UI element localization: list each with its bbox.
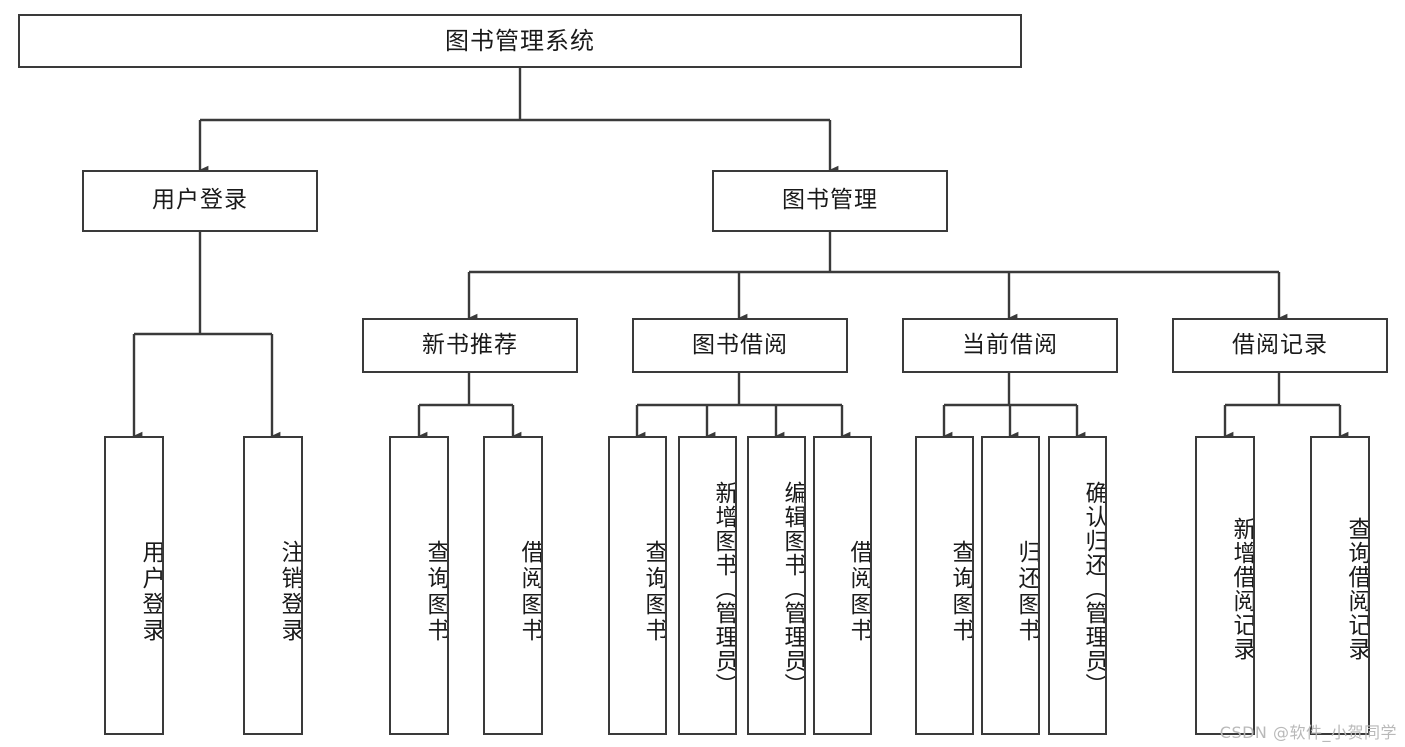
leaf-user-login[interactable]: 用户登录: [104, 436, 164, 735]
leaf-add-record-label: 新增借阅记录: [1229, 516, 1255, 661]
leaf-user-login-label: 用户登录: [138, 539, 164, 644]
leaf-borrow-book-label: 借阅图书: [846, 539, 872, 644]
leaf-query-book[interactable]: 查询图书: [608, 436, 667, 735]
leaf-borrow-book-rec-label: 借阅图书: [517, 539, 543, 644]
node-borrow-record[interactable]: 借阅记录: [1172, 318, 1388, 373]
node-new-book-rec-label: 新书推荐: [422, 331, 518, 358]
node-borrow-record-label: 借阅记录: [1232, 331, 1328, 358]
leaf-user-logout[interactable]: 注销登录: [243, 436, 303, 735]
node-current-borrow-label: 当前借阅: [962, 331, 1058, 358]
node-book-manage[interactable]: 图书管理: [712, 170, 948, 232]
leaf-return-book-label: 归还图书: [1014, 539, 1040, 644]
leaf-query-book-label: 查询图书: [641, 539, 667, 644]
watermark: CSDN @软件_小贺同学: [1219, 723, 1397, 742]
node-user-login[interactable]: 用户登录: [82, 170, 318, 232]
leaf-add-book[interactable]: 新增图书（管理员）: [678, 436, 737, 735]
node-root[interactable]: 图书管理系统: [18, 14, 1022, 68]
node-user-login-label: 用户登录: [152, 187, 248, 214]
leaf-query-record[interactable]: 查询借阅记录: [1310, 436, 1370, 735]
leaf-borrow-book-rec[interactable]: 借阅图书: [483, 436, 543, 735]
leaf-confirm-return[interactable]: 确认归还（管理员）: [1048, 436, 1107, 735]
node-book-borrow-label: 图书借阅: [692, 331, 788, 358]
leaf-add-book-label: 新增图书（管理员）: [711, 480, 737, 697]
leaf-edit-book-label: 编辑图书（管理员）: [780, 480, 806, 697]
leaf-add-record[interactable]: 新增借阅记录: [1195, 436, 1255, 735]
leaf-return-book[interactable]: 归还图书: [981, 436, 1040, 735]
leaf-query-book-current[interactable]: 查询图书: [915, 436, 974, 735]
node-book-manage-label: 图书管理: [782, 187, 878, 214]
leaf-borrow-book[interactable]: 借阅图书: [813, 436, 872, 735]
leaf-query-record-label: 查询借阅记录: [1344, 516, 1370, 661]
node-root-label: 图书管理系统: [445, 26, 595, 55]
leaf-query-book-rec[interactable]: 查询图书: [389, 436, 449, 735]
leaf-query-book-rec-label: 查询图书: [423, 539, 449, 644]
leaf-user-logout-label: 注销登录: [277, 539, 303, 644]
leaf-edit-book[interactable]: 编辑图书（管理员）: [747, 436, 806, 735]
node-new-book-rec[interactable]: 新书推荐: [362, 318, 578, 373]
node-current-borrow[interactable]: 当前借阅: [902, 318, 1118, 373]
leaf-query-book-current-label: 查询图书: [948, 539, 974, 644]
leaf-confirm-return-label: 确认归还（管理员）: [1081, 480, 1107, 697]
node-book-borrow[interactable]: 图书借阅: [632, 318, 848, 373]
